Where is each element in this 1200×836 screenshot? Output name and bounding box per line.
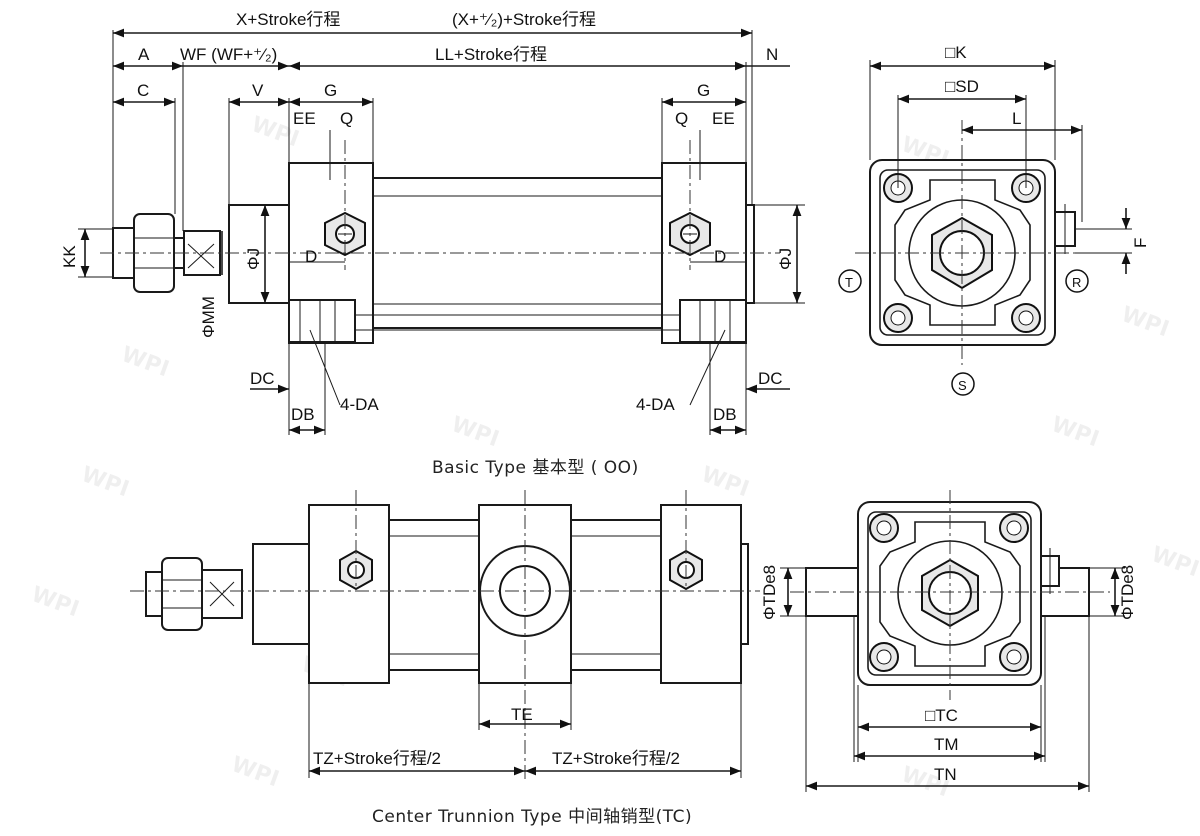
label-x-plus-stroke: (X+⁺⁄₂)+Stroke行程	[452, 10, 596, 29]
svg-text:WPI: WPI	[448, 412, 502, 452]
label-da-right: 4-DA	[636, 395, 675, 414]
tc-cap-cover	[660, 504, 742, 684]
caption-basic-type: Basic Type 基本型 ( OO)	[432, 458, 639, 478]
label-tm: TM	[934, 735, 959, 754]
label-d-right: D	[714, 247, 726, 266]
label-tn: TN	[934, 765, 957, 784]
label-ll-stroke: LL+Stroke行程	[435, 45, 547, 64]
label-tz-left: TZ+Stroke行程/2	[313, 749, 441, 768]
tie-rod-nut-right	[679, 299, 747, 343]
rod-gland	[228, 204, 290, 304]
svg-text:WPI: WPI	[1148, 542, 1200, 582]
tc-head-cover	[308, 504, 390, 684]
label-g-right: G	[697, 81, 710, 100]
label-wf: WF (WF+⁺⁄₂)	[180, 45, 277, 64]
label-l: L	[1012, 109, 1021, 128]
label-r: R	[1072, 275, 1081, 290]
label-ee-left: EE	[293, 109, 316, 128]
label-x-stroke: X+Stroke行程	[236, 10, 340, 29]
label-te: TE	[511, 705, 533, 724]
basic-dimension-lines	[78, 28, 805, 435]
label-phi-tde8-left: ΦTDe8	[760, 565, 779, 620]
trunnion-end-view	[780, 490, 1125, 792]
caption-center-trunnion-type: Center Trunnion Type 中间轴销型(TC)	[372, 807, 692, 827]
basic-side-view	[100, 140, 780, 344]
trunnion-labels: TE TZ+Stroke行程/2 TZ+Stroke行程/2	[313, 705, 680, 768]
label-q-right: Q	[675, 109, 688, 128]
label-s: S	[958, 378, 967, 393]
label-phi-j-right: ΦJ	[776, 248, 795, 270]
label-phi-tde8-right: ΦTDe8	[1118, 565, 1137, 620]
label-d-left: D	[305, 247, 317, 266]
svg-text:WPI: WPI	[118, 342, 172, 382]
trunnion-end-labels: ΦTDe8 ΦTDe8 □TC TM TN	[760, 565, 1137, 784]
label-tz-right: TZ+Stroke行程/2	[552, 749, 680, 768]
label-a: A	[138, 45, 150, 64]
basic-end-view	[838, 60, 1132, 396]
label-f: F	[1131, 238, 1150, 248]
trunnion-side-view	[130, 490, 760, 780]
svg-text:WPI: WPI	[28, 582, 82, 622]
label-da-left: 4-DA	[340, 395, 379, 414]
svg-text:WPI: WPI	[1048, 412, 1102, 452]
label-ee-right: EE	[712, 109, 735, 128]
label-kk: KK	[60, 245, 79, 268]
label-dc-left: DC	[250, 369, 275, 388]
basic-labels: X+Stroke行程 (X+⁺⁄₂)+Stroke行程 A WF (WF+⁺⁄₂…	[60, 10, 795, 424]
label-t: T	[845, 275, 853, 290]
svg-text:WPI: WPI	[78, 462, 132, 502]
label-q-left: Q	[340, 109, 353, 128]
label-db-left: DB	[291, 405, 315, 424]
label-v: V	[252, 81, 264, 100]
label-g-left: G	[324, 81, 337, 100]
label-sd: □SD	[945, 77, 979, 96]
label-n: N	[766, 45, 778, 64]
label-db-right: DB	[713, 405, 737, 424]
tie-rod-nut-left	[288, 299, 356, 343]
label-phi-mm: ΦMM	[199, 296, 218, 338]
label-c: C	[137, 81, 149, 100]
svg-text:WPI: WPI	[1118, 302, 1172, 342]
label-phi-j-left: ΦJ	[244, 248, 263, 270]
label-dc-right: DC	[758, 369, 783, 388]
label-tc: □TC	[925, 706, 958, 725]
end-view-labels: □K □SD L F T R S	[845, 43, 1150, 393]
svg-text:WPI: WPI	[698, 462, 752, 502]
label-k: □K	[945, 43, 967, 62]
svg-text:WPI: WPI	[228, 752, 282, 792]
